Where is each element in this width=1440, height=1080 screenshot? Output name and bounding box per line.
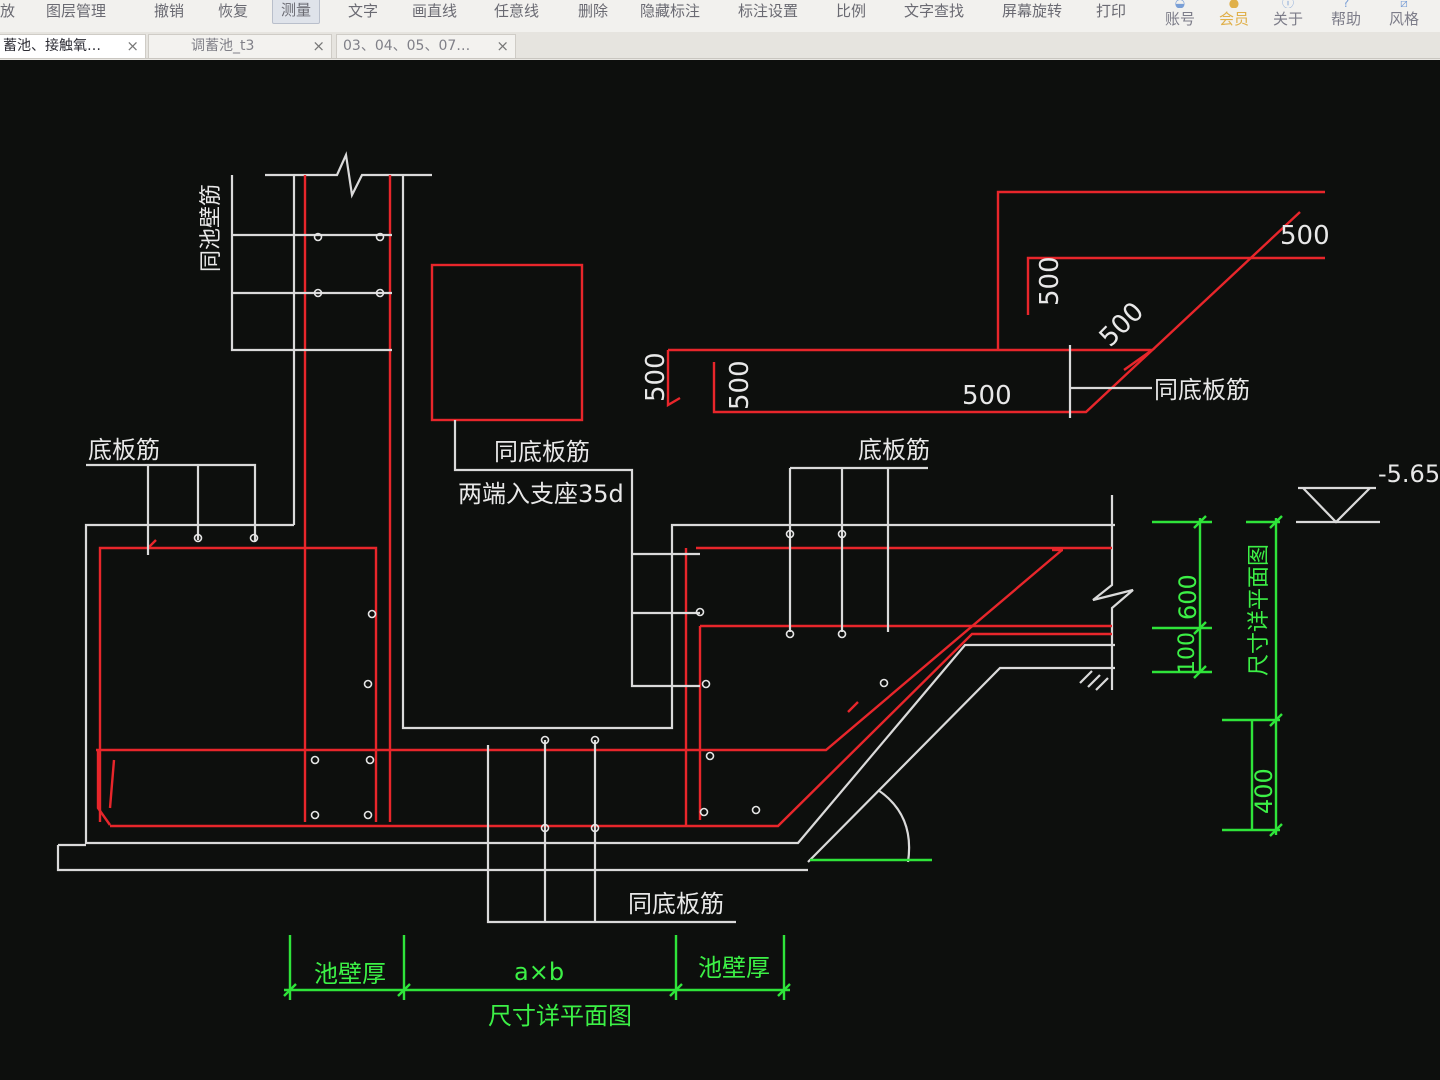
toolbar-about-label: 关于 — [1272, 10, 1303, 28]
detail-dim-500-top: 500 — [1280, 221, 1330, 251]
tab-label: 蓄池、接触氧… — [3, 38, 101, 54]
dim-wall-thickness-right: 池壁厚 — [698, 954, 770, 982]
info-icon: ⓘ — [1281, 0, 1294, 8]
close-icon[interactable]: × — [312, 37, 325, 55]
help-icon: ? — [1342, 0, 1350, 8]
toolbar-find-text[interactable]: 文字查找 — [904, 2, 965, 20]
label-same-bottom-rebar-top: 同底板筋 — [494, 438, 590, 466]
drawing-canvas[interactable]: 同池壁筋 底板筋 同底板筋 两端入支座35d 底板筋 同底板筋 同底板筋 -5.… — [0, 60, 1440, 1080]
toolbar-layer-manager[interactable]: 图层管理 — [46, 2, 107, 20]
tab-bar: 蓄池、接触氧… × 调蓄池_t3 × 03、04、05、07… × — [0, 32, 1440, 59]
dim-axb: a×b — [514, 958, 564, 986]
toolbar-account[interactable]: ◒ 账号 — [1160, 0, 1200, 32]
toolbar-freehand-line[interactable]: 任意线 — [494, 2, 540, 20]
dimension-lines — [283, 515, 1283, 1000]
label-same-bottom-rebar-lower: 同底板筋 — [628, 890, 724, 918]
toolbar-zoom[interactable]: 放 — [0, 2, 16, 20]
tab-label: 调蓄池_t3 — [191, 38, 255, 54]
toolbar-draw-line[interactable]: 画直线 — [412, 2, 458, 20]
toolbar-print[interactable]: 打印 — [1096, 2, 1127, 20]
toolbar-measure[interactable]: 测量 — [272, 0, 321, 24]
toolbar: 放 图层管理 撤销 恢复 测量 文字 画直线 任意线 删除 隐藏标注 标注设置 … — [0, 0, 1440, 33]
tab-drawing-1[interactable]: 蓄池、接触氧… × — [0, 34, 146, 58]
user-icon: ◒ — [1174, 0, 1186, 8]
vip-icon: ● — [1228, 0, 1240, 8]
concrete-outline — [56, 151, 1380, 872]
dim-100: 100 — [1175, 632, 1200, 674]
toolbar-vip[interactable]: ● 会员 — [1214, 0, 1254, 32]
toolbar-about[interactable]: ⓘ 关于 — [1268, 0, 1308, 32]
detail-dim-500-horizontal: 500 — [962, 381, 1012, 411]
close-icon[interactable]: × — [126, 37, 139, 55]
dim-wall-thickness-left: 池壁厚 — [314, 960, 386, 988]
elevation-label: -5.650 — [1378, 460, 1440, 488]
label-bottom-rebar-right: 底板筋 — [858, 436, 930, 464]
label-anchor-note: 两端入支座35d — [458, 480, 624, 508]
dim-400: 400 — [1250, 768, 1278, 814]
rebar-lines — [96, 175, 1325, 828]
label-same-bottom-rebar-right: 同底板筋 — [1154, 376, 1250, 404]
label-wall-rebar: 同池壁筋 — [199, 184, 224, 272]
detail-dim-500-left: 500 — [641, 352, 671, 402]
toolbar-scale[interactable]: 比例 — [836, 2, 867, 20]
toolbar-annotation-settings[interactable]: 标注设置 — [738, 2, 799, 20]
detail-dim-500-diagonal: 500 — [1094, 297, 1150, 353]
detail-dim-500-inner: 500 — [725, 360, 755, 410]
rebar-dots — [193, 232, 889, 833]
toolbar-delete[interactable]: 删除 — [578, 2, 609, 20]
close-icon[interactable]: × — [496, 37, 509, 55]
toolbar-help-label: 帮助 — [1330, 10, 1361, 28]
tab-label: 03、04、05、07… — [343, 38, 471, 54]
toolbar-vip-label: 会员 — [1218, 10, 1249, 28]
toolbar-undo[interactable]: 撤销 — [154, 2, 185, 20]
tab-drawing-2[interactable]: 调蓄池_t3 × — [148, 34, 332, 58]
toolbar-text[interactable]: 文字 — [348, 2, 379, 20]
toolbar-redo[interactable]: 恢复 — [218, 2, 249, 20]
toolbar-style[interactable]: ⧄ 风格 — [1384, 0, 1424, 32]
style-icon: ⧄ — [1400, 0, 1408, 8]
dim-plan-reference-side: 尺寸详平面图 — [1247, 544, 1272, 676]
cad-drawing: 同池壁筋 底板筋 同底板筋 两端入支座35d 底板筋 同底板筋 同底板筋 -5.… — [56, 151, 1440, 1030]
toolbar-rotate-screen[interactable]: 屏幕旋转 — [1002, 2, 1063, 20]
toolbar-account-label: 账号 — [1164, 10, 1195, 28]
toolbar-style-label: 风格 — [1388, 10, 1419, 28]
tab-drawing-3[interactable]: 03、04、05、07… × — [336, 34, 516, 58]
detail-dim-500-vertical-upper: 500 — [1035, 256, 1065, 306]
dim-plan-reference-bottom: 尺寸详平面图 — [488, 1002, 632, 1030]
label-bottom-rebar-left: 底板筋 — [88, 436, 160, 464]
dim-600: 600 — [1174, 574, 1202, 620]
toolbar-help[interactable]: ? 帮助 — [1326, 0, 1366, 32]
toolbar-hide-annotations[interactable]: 隐藏标注 — [640, 2, 701, 20]
